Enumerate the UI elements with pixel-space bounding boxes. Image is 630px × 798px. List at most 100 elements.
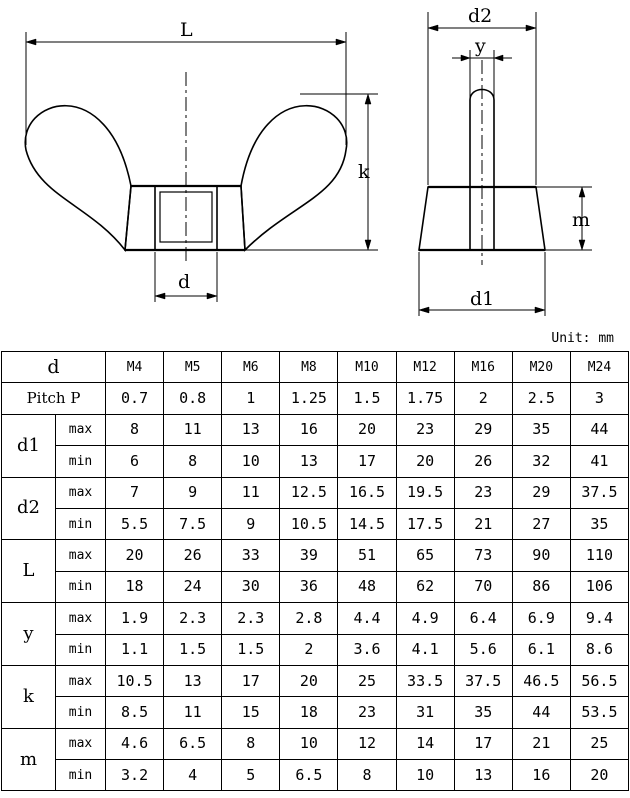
front-view-body	[124, 185, 246, 251]
limit-label: min	[54, 507, 107, 541]
value-cell: 18	[279, 696, 339, 729]
size-header-cell: M16	[453, 350, 513, 384]
dimension-group-label: d1	[1, 413, 56, 478]
value-cell: 17	[453, 727, 513, 761]
value-cell: 27	[511, 507, 571, 541]
value-cell: 2.3	[163, 602, 223, 635]
value-cell: 110	[569, 539, 630, 572]
value-cell: 35	[453, 696, 513, 729]
left-wing	[24, 105, 132, 253]
value-cell: 36	[279, 570, 339, 604]
value-cell: 8.5	[105, 696, 165, 729]
value-cell: 73	[453, 539, 513, 572]
value-cell: 10.5	[279, 507, 339, 541]
value-cell: 6.5	[163, 727, 223, 761]
value-cell: 30	[221, 570, 281, 604]
value-cell: 26	[453, 445, 513, 478]
value-cell: 6.1	[511, 633, 571, 666]
value-cell: 48	[337, 570, 397, 604]
label-L: L	[180, 19, 193, 41]
value-cell: 13	[163, 664, 223, 698]
label-m: m	[572, 209, 590, 231]
value-cell: 7	[105, 476, 165, 509]
value-cell: 33	[221, 539, 281, 572]
limit-label: max	[54, 727, 107, 761]
value-cell: 13	[221, 413, 281, 447]
size-header-cell: M20	[511, 350, 571, 384]
label-d: d	[178, 271, 190, 293]
pitch-cell: 2	[453, 382, 513, 415]
value-cell: 13	[453, 759, 513, 792]
value-cell: 12	[337, 727, 397, 761]
value-cell: 26	[163, 539, 223, 572]
value-cell: 7.5	[163, 507, 223, 541]
value-cell: 8.6	[569, 633, 630, 666]
value-cell: 33.5	[395, 664, 455, 698]
size-header-cell: M8	[279, 350, 339, 384]
pitch-cell: 1	[221, 382, 281, 415]
value-cell: 3.2	[105, 759, 165, 792]
limit-label: max	[54, 539, 107, 572]
value-cell: 3.6	[337, 633, 397, 666]
value-cell: 44	[511, 696, 571, 729]
label-k: k	[358, 161, 370, 183]
value-cell: 4.6	[105, 727, 165, 761]
value-cell: 56.5	[569, 664, 630, 698]
value-cell: 1.5	[163, 633, 223, 666]
size-header-cell: M6	[221, 350, 281, 384]
limit-label: min	[54, 696, 107, 729]
limit-label: min	[54, 759, 107, 792]
value-cell: 2	[279, 633, 339, 666]
limit-label: min	[54, 633, 107, 666]
value-cell: 5.5	[105, 507, 165, 541]
value-cell: 37.5	[569, 476, 630, 509]
value-cell: 25	[569, 727, 630, 761]
value-cell: 2.3	[221, 602, 281, 635]
size-header-label: d	[0, 350, 107, 384]
value-cell: 24	[163, 570, 223, 604]
value-cell: 20	[105, 539, 165, 572]
value-cell: 23	[453, 476, 513, 509]
value-cell: 1.9	[105, 602, 165, 635]
dimension-group-label: L	[1, 539, 56, 604]
limit-label: max	[54, 413, 107, 447]
value-cell: 31	[395, 696, 455, 729]
value-cell: 16.5	[337, 476, 397, 509]
value-cell: 1.5	[221, 633, 281, 666]
dimension-group-label: d2	[1, 476, 56, 541]
value-cell: 4.4	[337, 602, 397, 635]
value-cell: 14	[395, 727, 455, 761]
label-y: y	[474, 35, 486, 57]
value-cell: 4.1	[395, 633, 455, 666]
value-cell: 39	[279, 539, 339, 572]
value-cell: 9	[163, 476, 223, 509]
pitch-cell: 0.7	[105, 382, 165, 415]
value-cell: 1.1	[105, 633, 165, 666]
value-cell: 6.5	[279, 759, 339, 792]
value-cell: 32	[511, 445, 571, 478]
right-wing	[240, 105, 348, 252]
value-cell: 18	[105, 570, 165, 604]
dimension-group-label: k	[1, 664, 56, 729]
value-cell: 25	[337, 664, 397, 698]
value-cell: 6.4	[453, 602, 513, 635]
dimension-group-label: m	[1, 727, 56, 792]
unit-label: Unit: mm	[551, 331, 614, 346]
size-header-cell: M5	[163, 350, 223, 384]
value-cell: 21	[511, 727, 571, 761]
value-cell: 6	[105, 445, 165, 478]
pitch-cell: 1.75	[395, 382, 455, 415]
value-cell: 4	[163, 759, 223, 792]
value-cell: 20	[569, 759, 630, 792]
value-cell: 65	[395, 539, 455, 572]
